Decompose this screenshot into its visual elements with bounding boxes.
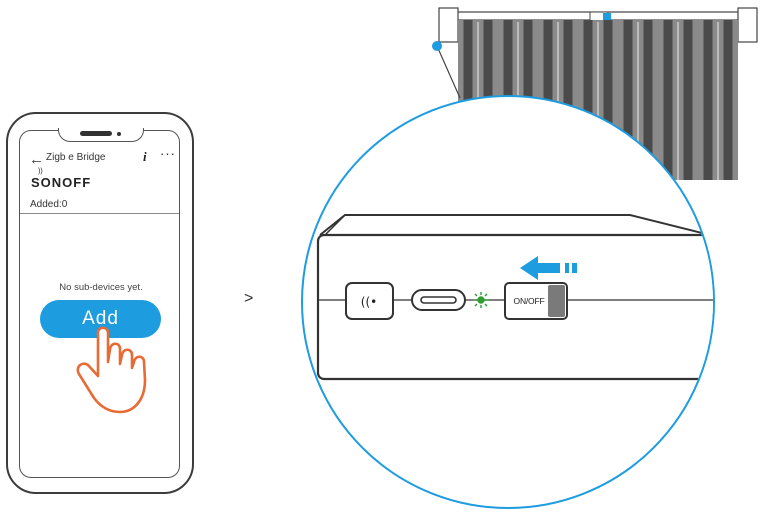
brand-logo: SONOFF: [31, 175, 92, 190]
slide-left-arrow-icon: [520, 256, 577, 280]
brand-wave-icon: )): [38, 168, 43, 175]
on-off-switch-label: ON/OFF: [513, 296, 545, 306]
header-divider: [20, 213, 179, 214]
leader-line: [436, 45, 461, 99]
page-title: Zigb e Bridge: [46, 152, 106, 163]
leader-dot: [432, 41, 442, 51]
empty-state-message: No sub-devices yet.: [59, 282, 143, 293]
svg-text:((•: ((•: [361, 295, 377, 309]
usb-c-port-icon: [411, 289, 466, 311]
led-indicator-icon: [473, 292, 489, 308]
pairing-button-icon: ((•: [345, 282, 394, 320]
phone-camera: [117, 132, 121, 136]
info-icon[interactable]: i: [143, 149, 147, 164]
more-icon[interactable]: ···: [160, 146, 176, 161]
added-count: Added:0: [30, 199, 68, 210]
tap-hand-icon: [76, 326, 147, 414]
phone-speaker: [80, 131, 112, 136]
back-arrow-icon[interactable]: ←: [29, 151, 44, 168]
bridge-device: ((•: [316, 214, 713, 381]
step-arrow: >: [244, 290, 254, 307]
on-off-switch: [504, 282, 568, 320]
